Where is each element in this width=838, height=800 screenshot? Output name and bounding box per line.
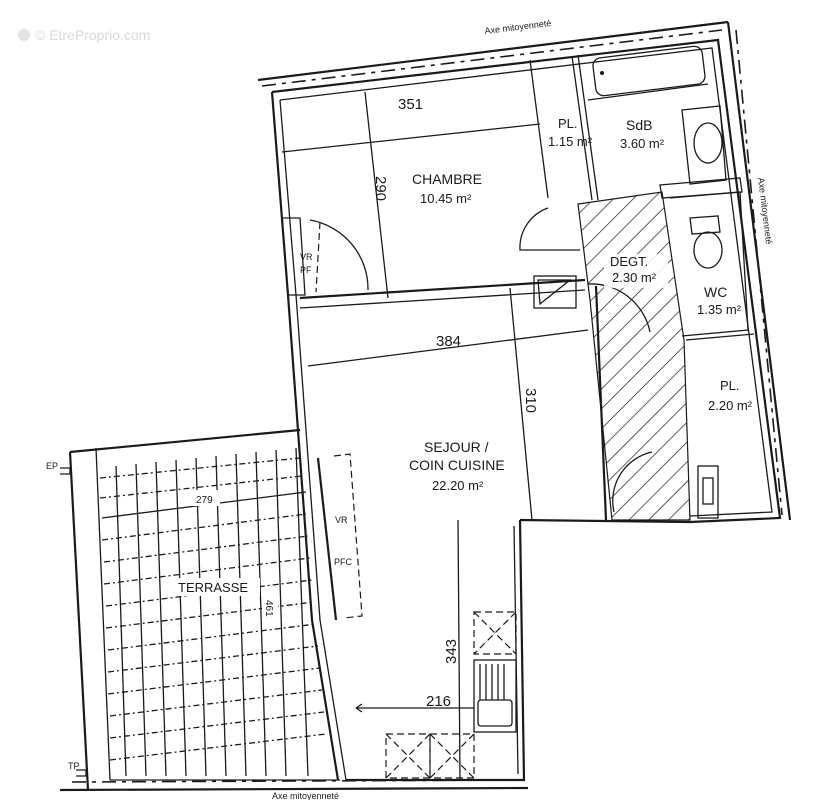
dim-terrasse-depth: 461 [263, 600, 274, 617]
marker-ep: EP [46, 461, 58, 471]
dim-cuisine-depth: 343 [443, 639, 460, 664]
room-sejour [307, 275, 589, 781]
dim-cuisine-width: 216 [426, 693, 451, 710]
marker-tp: TP [68, 761, 80, 771]
axis-label-right: Axe mitoyenneté [756, 177, 774, 245]
room-area-sdb: 3.60 m² [620, 136, 665, 151]
room-wc [669, 191, 749, 337]
axis-label-bottom: Axe mitoyenneté [272, 791, 339, 800]
dim-chambre-depth: 290 [372, 176, 389, 201]
axis-label-top: Axe mitoyenneté [484, 18, 552, 36]
dim-chambre-width: 351 [398, 96, 423, 113]
room-name-sejour-1: SEJOUR / [424, 439, 489, 455]
room-name-sdb: SdB [626, 117, 652, 133]
room-degagement [577, 191, 691, 521]
dim-sejour-depth: 310 [522, 388, 539, 413]
room-area-placard1: 1.15 m² [548, 134, 593, 149]
window-chambre-pf: PF [300, 265, 312, 275]
room-name-placard1: PL. [558, 116, 578, 131]
terrace [60, 428, 340, 791]
room-area-sejour: 22.20 m² [432, 478, 484, 493]
watermark-text: © EtreProprio.com [35, 27, 150, 43]
room-area-wc: 1.35 m² [697, 302, 742, 317]
room-chambre [281, 54, 599, 309]
dim-terrasse-width: 279 [196, 495, 213, 506]
room-name-sejour-2: COIN CUISINE [409, 457, 505, 473]
room-area-placard2: 2.20 m² [708, 398, 753, 413]
terrace-tiles [99, 447, 327, 777]
room-placard2 [685, 333, 755, 519]
room-area-degt: 2.30 m² [612, 270, 657, 285]
exterior-walls [270, 38, 782, 782]
window-sejour-pfc: PFC [334, 557, 353, 567]
dim-sejour-width: 384 [436, 333, 461, 350]
room-name-wc: WC [704, 284, 727, 300]
room-name-placard2: PL. [720, 378, 740, 393]
room-name-terrasse: TERRASSE [178, 580, 248, 595]
room-area-chambre: 10.45 m² [420, 191, 472, 206]
room-name-chambre: CHAMBRE [412, 171, 482, 187]
room-sdb [587, 45, 743, 199]
window-sejour-vr: VR [335, 515, 348, 525]
room-name-degt: DEGT. [610, 254, 648, 269]
window-chambre-vr: VR [300, 252, 313, 262]
watermark: © EtreProprio.com [18, 27, 150, 43]
